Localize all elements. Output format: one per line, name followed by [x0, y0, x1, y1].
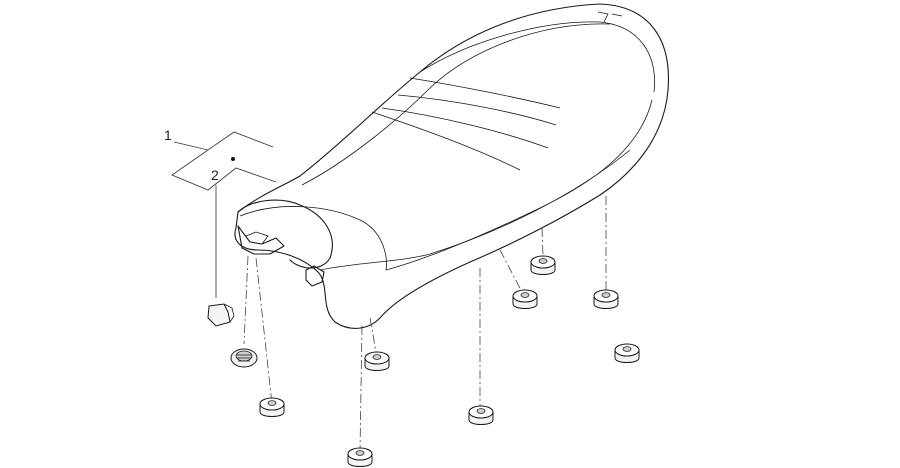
- seat: [234, 3, 670, 329]
- seat-outline: [234, 3, 670, 329]
- seat-band-4: [371, 111, 521, 171]
- clip-edge: [223, 303, 235, 323]
- seat-band-3: [381, 107, 549, 149]
- callout-1-dot: [231, 157, 235, 161]
- seat-front-ridge: [419, 21, 655, 93]
- callout-1-label: 1: [164, 127, 172, 143]
- rear-mount-bracket: [237, 225, 285, 255]
- clip-part: [207, 303, 235, 327]
- rear-mount-inner: [245, 231, 269, 245]
- clip-body: [207, 303, 231, 327]
- callout-2: 2: [211, 167, 219, 298]
- grommet-set: [259, 255, 640, 467]
- seat-logo-mark: [597, 11, 623, 23]
- grommet: [512, 289, 538, 309]
- grommet: [593, 289, 619, 309]
- seat-side-piping: [239, 99, 653, 271]
- callout-2-label: 2: [211, 167, 219, 183]
- grommet: [347, 447, 373, 467]
- grommet: [468, 405, 494, 425]
- seat-rear-hump: [237, 199, 333, 269]
- spring-grommet: [230, 348, 258, 368]
- grommet: [259, 397, 285, 417]
- grommet: [364, 351, 390, 371]
- callout-1: 1: [164, 127, 277, 191]
- seat-rear-mount: [237, 225, 285, 255]
- grommet: [614, 343, 640, 363]
- seat-side-piping-lower: [319, 149, 631, 271]
- seat-band-2: [397, 94, 557, 126]
- seat-underside-hook: [305, 265, 325, 287]
- assembly-lines: [243, 196, 607, 453]
- seat-band-1: [409, 77, 561, 109]
- grommet: [530, 255, 556, 275]
- callout-1-leader: [171, 131, 277, 191]
- seat-top-seam: [301, 23, 611, 186]
